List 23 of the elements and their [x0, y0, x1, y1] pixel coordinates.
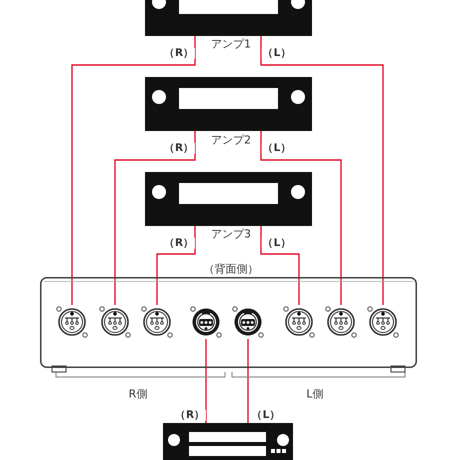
- cable-line: [114, 131, 196, 305]
- amplifier-label: アンプ1: [211, 38, 251, 50]
- xlr-connector-icon: [140, 305, 174, 339]
- cable-line: [260, 226, 300, 305]
- xlr-connector-icon: [282, 305, 316, 339]
- amplifier-label: アンプ2: [211, 134, 251, 146]
- xlr-connector-icon: [98, 305, 132, 339]
- cable-line: [260, 131, 342, 305]
- cable-line: [247, 339, 249, 423]
- cable-line: [71, 36, 196, 305]
- xlr-connector-icon: [366, 305, 400, 339]
- audio-device-drawing: [163, 423, 293, 460]
- side-label: R側: [128, 388, 148, 400]
- panel-heading: （背面側）: [204, 264, 258, 274]
- xlr-connector-icon: [189, 305, 223, 339]
- xlr-connector-icon: [55, 305, 89, 339]
- cable-line: [260, 36, 384, 305]
- cable-line: [205, 339, 207, 423]
- side-label: L側: [306, 388, 324, 400]
- xlr-connector-icon: [324, 305, 358, 339]
- amplifier-label: アンプ3: [211, 228, 251, 240]
- xlr-connector-icon: [231, 305, 265, 339]
- cable-line: [156, 226, 196, 305]
